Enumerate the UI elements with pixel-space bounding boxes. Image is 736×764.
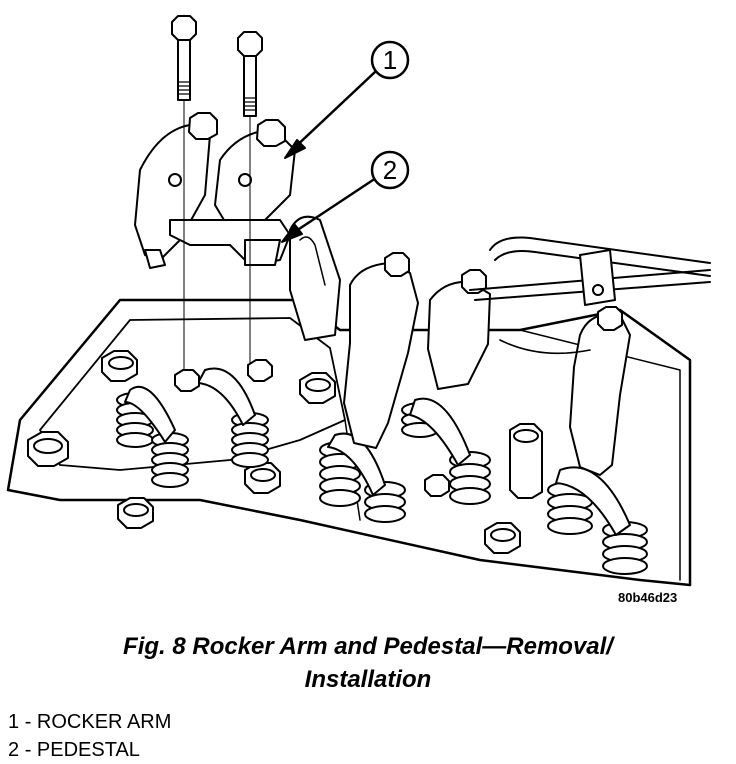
legend-item: 1 - ROCKER ARM [8, 708, 171, 736]
callout-2-number: 2 [383, 155, 397, 185]
callout-1: 1 [284, 40, 410, 159]
installed-rocker-arms [343, 252, 631, 476]
pedestal-post [289, 215, 341, 341]
fuel-lines [469, 236, 711, 355]
legend-label: ROCKER ARM [36, 711, 172, 733]
head-bolts [27, 350, 543, 554]
legend-label: PEDESTAL [36, 739, 140, 761]
legend-item: 2 - PEDESTAL [8, 736, 171, 764]
alignment-lines [183, 99, 251, 381]
callout-2: 2 [281, 150, 410, 243]
legend-separator: - [24, 739, 32, 761]
figure-caption: Fig. 8 Rocker Arm and Pedestal—Removal/ … [0, 630, 736, 696]
removed-rocker-arm [134, 112, 296, 269]
removed-pedestal [169, 219, 291, 266]
legend-number: 1 [8, 711, 20, 733]
figure-id: 80b46d23 [618, 590, 678, 605]
caption-line-1: Fig. 8 Rocker Arm and Pedestal—Removal/ [123, 633, 613, 660]
callout-1-number: 1 [383, 45, 397, 75]
mounting-bolts [171, 15, 263, 117]
legend-separator: - [24, 711, 32, 733]
caption-line-2: Installation [304, 666, 432, 693]
legend: 1 - ROCKER ARM 2 - PEDESTAL [8, 708, 171, 764]
pedestal-mount-holes [174, 359, 273, 392]
engine-illustration: 1 2 80b46d23 [6, 15, 711, 605]
legend-number: 2 [8, 739, 20, 761]
